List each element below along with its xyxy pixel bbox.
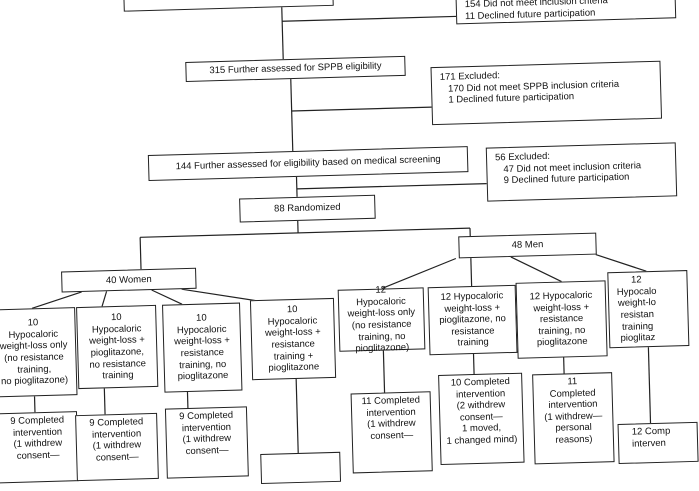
men-arm-2-line-3: pioglitazone, no (439, 313, 506, 326)
men-completed-2: 10 Completed intervention (2 withdrew co… (438, 373, 524, 465)
medical-exclusion-box: 56 Excluded: 47 Did not meet inclusion c… (486, 142, 677, 201)
women-arm-4-line-6: pioglitazone (266, 361, 322, 374)
women-arm-2-line-5: no resistance (89, 358, 146, 371)
men-arm-3-line-5: pioglitazone (531, 336, 594, 349)
men-completed-4-line-1: 12 Comp (632, 426, 671, 439)
men-text: 48 Men (512, 239, 544, 251)
men-arm-4: 12 Hypocalo weight-lo resistan training … (607, 270, 689, 348)
randomized-box: 88 Randomized (239, 195, 376, 223)
women-completed-2-line-1: 9 Completed (89, 416, 143, 429)
men-completed-4: 12 Comp interven (618, 422, 699, 464)
women-completed-2: 9 Completed intervention (1 withdrew con… (75, 413, 159, 481)
women-completed-1-line-4: consent— (11, 449, 65, 462)
medical-screening-text: 144 Further assessed for eligibility bas… (175, 154, 440, 173)
men-completed-3: 11 Completed intervention (1 withdrew— p… (532, 372, 614, 464)
sppb-exclusion-box: 171 Excluded: 170 Did not meet SPPB incl… (430, 61, 662, 125)
men-completed-1-line-4: consent— (362, 429, 421, 442)
men-completed-3-line-6: reasons) (545, 433, 603, 446)
women-completed-1-line-1: 9 Completed (10, 414, 64, 427)
women-text: 40 Women (106, 274, 152, 287)
men-arm-2-line-5: training (440, 336, 507, 349)
men-arm-1-line-6: pioglitazone) (348, 342, 416, 355)
men-arm-4-line-6: pioglitaz (618, 332, 658, 345)
women-arm-2: 10 Hypocaloric weight-loss + pioglitazon… (76, 305, 158, 389)
women-arm-1-line-6: no pioglitazone) (1, 375, 69, 388)
women-completed-2-line-4: consent— (90, 451, 144, 464)
men-box: 48 Men (458, 233, 597, 259)
men-arm-1: 12 Hypocaloric weight-loss only (no resi… (338, 287, 426, 351)
women-arm-3-line-6: pioglitazone (175, 370, 231, 383)
women-arm-2-line-4: pioglitazone, (89, 346, 146, 359)
consort-flow-diagram: 154 Did not meet inclusion criteria 11 D… (0, 0, 663, 466)
women-arm-4: 10 Hypocaloric weight-loss + resistance … (250, 298, 336, 380)
women-arm-1-line-4: (no resistance (0, 351, 68, 364)
men-completed-2-line-1: 10 Completed (445, 376, 516, 390)
men-arm-2: 12 Hypocaloric weight-loss + pioglitazon… (428, 285, 518, 355)
women-completed-1: 9 Completed intervention (1 withdrew con… (0, 411, 79, 483)
men-completed-2-line-6: 1 changed mind) (446, 434, 517, 448)
women-arm-3: 10 Hypocaloric weight-loss + resistance … (162, 303, 242, 393)
women-arm-2-line-6: training (90, 369, 147, 382)
women-completed-3: 9 Completed intervention (1 withdrew con… (165, 406, 249, 478)
women-completed-3-line-1: 9 Completed (179, 410, 233, 423)
women-arm-3-line-4: resistance (174, 347, 230, 360)
randomized-text: 88 Randomized (274, 202, 341, 215)
women-completed-3-line-4: consent— (180, 445, 234, 458)
men-arm-1-line-4: (no resistance (348, 319, 416, 332)
sppb-text: 315 Further assessed for SPPB eligibilit… (209, 61, 381, 77)
women-completed-4 (260, 452, 341, 484)
men-arm-4-line-4: resistan (617, 309, 657, 322)
men-arm-3-line-2: weight-loss + (530, 301, 593, 314)
men-arm-3: 12 Hypocaloric weight-loss + resistance … (516, 280, 608, 358)
women-arm-4-line-4: resistance (265, 338, 321, 351)
women-arm-1: 10 Hypocaloric weight-loss only (no resi… (0, 307, 78, 397)
men-completed-4-line-2: interven (632, 437, 671, 450)
men-completed-3-line-4: (1 withdrew— (544, 410, 602, 423)
men-completed-1: 11 Completed intervention (1 withdrew co… (351, 391, 433, 473)
women-box: 40 Women (61, 268, 197, 293)
